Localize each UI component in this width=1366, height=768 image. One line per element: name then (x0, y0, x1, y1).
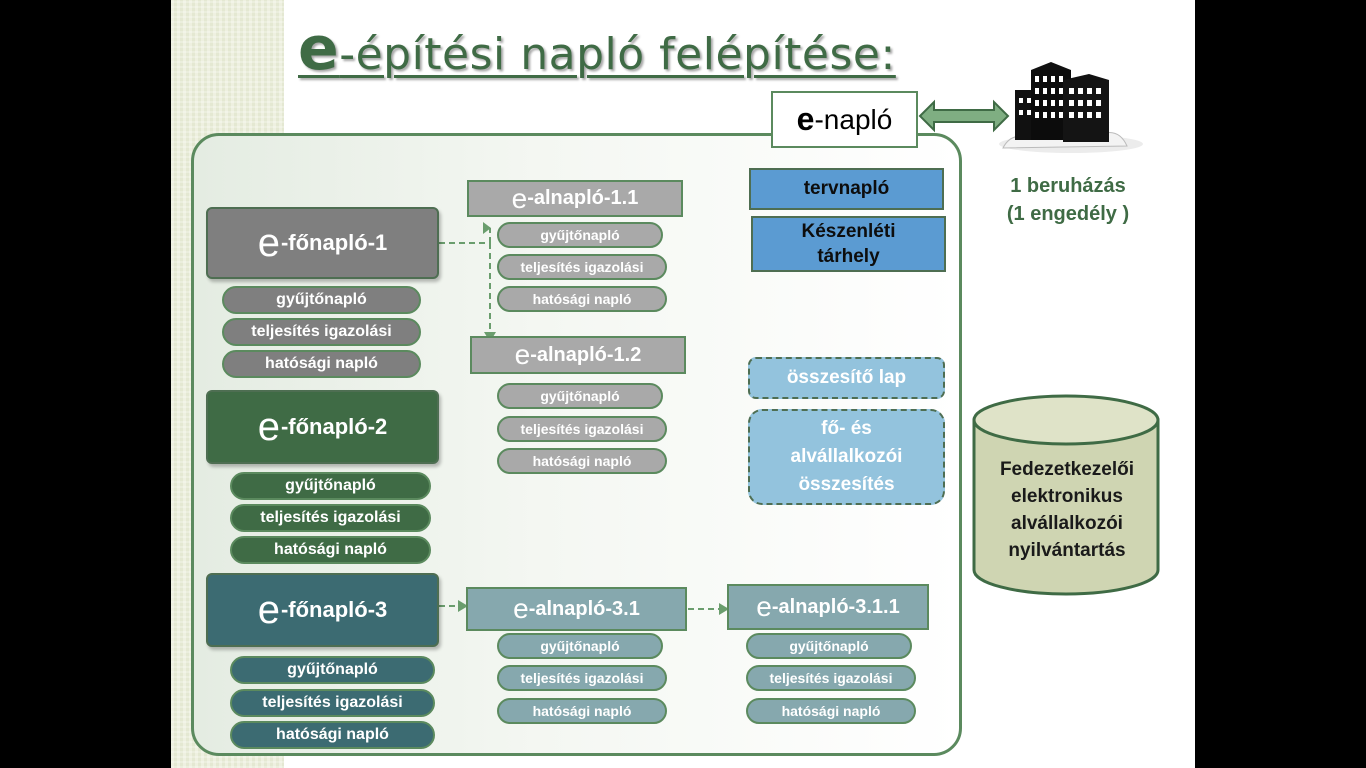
beruhazas-label: 1 beruházás (1 engedély ) (1006, 175, 1130, 225)
alnaplo-1-2-box: e-alnapló-1.2 (470, 336, 686, 374)
fonaplo-2-gyujtonaplo: gyűjtőnapló (230, 472, 431, 500)
enaplo-box: e-napló (771, 91, 918, 148)
alnaplo-3-1-box: e-alnapló-3.1 (466, 587, 687, 631)
tervnaplo-box: tervnapló (749, 168, 944, 210)
keszenleti-tarhely-box: Készenléti tárhely (751, 216, 946, 272)
office-building-icon (999, 62, 1143, 153)
fonaplo-2-teljesites: teljesítés igazolási (230, 504, 431, 532)
alnaplo-1-2-teljesites: teljesítés igazolási (497, 416, 667, 442)
fonaplo-2-box: e-főnapló-2 (206, 390, 439, 464)
fo-alvallalkozoi-osszesites-box: fő- és alvállalkozói összesítés (748, 409, 945, 505)
fonaplo-3-hatosagi: hatósági napló (230, 721, 435, 749)
alnaplo-1-2-gyujtonaplo: gyűjtőnapló (497, 383, 663, 409)
alnaplo-1-1-gyujtonaplo: gyűjtőnapló (497, 222, 663, 248)
cylinder-shape (972, 394, 1160, 596)
connectors (439, 62, 1160, 615)
osszesito-lap-box: összesítő lap (748, 357, 945, 399)
alnaplo-1-2-hatosagi: hatósági napló (497, 448, 667, 474)
alnaplo-3-1-1-hatosagi: hatósági napló (746, 698, 916, 724)
fonaplo-2-hatosagi: hatósági napló (230, 536, 431, 564)
fonaplo-1-hatosagi: hatósági napló (222, 350, 421, 378)
fonaplo-1-gyujtonaplo: gyűjtőnapló (222, 286, 421, 314)
slide: e-építési napló felépítése: e-napló (171, 0, 1195, 768)
fonaplo-3-box: e-főnapló-3 (206, 573, 439, 647)
alnaplo-3-1-1-box: e-alnapló-3.1.1 (727, 584, 929, 630)
alnaplo-1-1-box: e-alnapló-1.1 (467, 180, 683, 217)
alnaplo-3-1-teljesites: teljesítés igazolási (497, 665, 667, 691)
alnaplo-3-1-1-teljesites: teljesítés igazolási (746, 665, 916, 691)
fonaplo-1-box: e-főnapló-1 (206, 207, 439, 279)
alnaplo-3-1-gyujtonaplo: gyűjtőnapló (497, 633, 663, 659)
fonaplo-3-teljesites: teljesítés igazolási (230, 689, 435, 717)
fonaplo-3-gyujtonaplo: gyűjtőnapló (230, 656, 435, 684)
fedezetkezeloi-label: Fedezetkezelői elektronikus alvállalkozó… (999, 459, 1135, 561)
alnaplo-3-1-hatosagi: hatósági napló (497, 698, 667, 724)
page-title: e-építési napló felépítése: (298, 14, 896, 84)
double-arrow-icon (918, 99, 1010, 133)
alnaplo-1-1-teljesites: teljesítés igazolási (497, 254, 667, 280)
fonaplo-1-teljesites: teljesítés igazolási (222, 318, 421, 346)
alnaplo-1-1-hatosagi: hatósági napló (497, 286, 667, 312)
alnaplo-3-1-1-gyujtonaplo: gyűjtőnapló (746, 633, 912, 659)
